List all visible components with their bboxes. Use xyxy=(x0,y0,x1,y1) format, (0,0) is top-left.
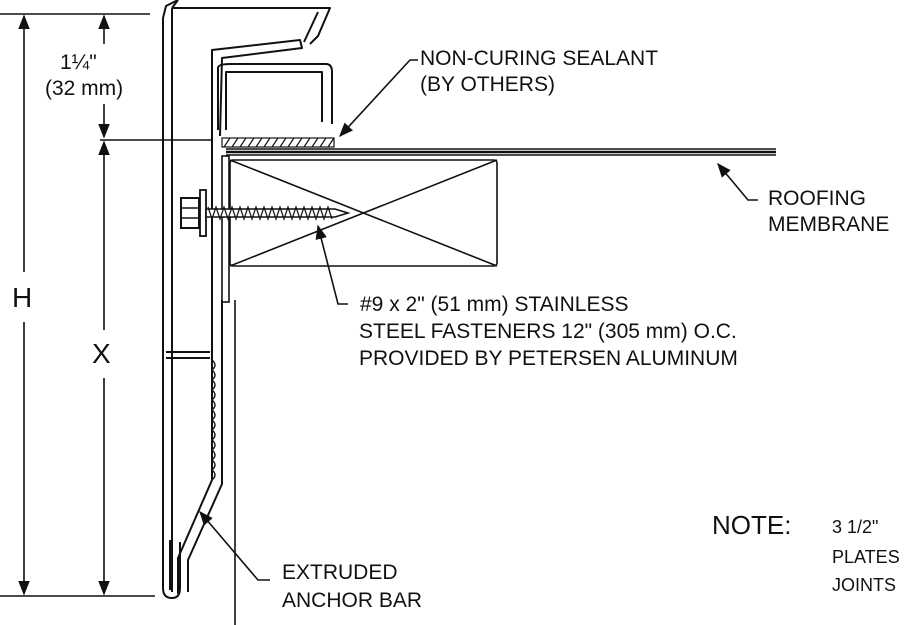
anchor-bar xyxy=(166,39,333,594)
label-fasteners-line-1: #9 x 2" (51 mm) STAINLESS xyxy=(360,293,629,316)
label-fasteners-line-3: PROVIDED BY PETERSEN ALUMINUM xyxy=(359,347,738,370)
dimension-offset-metric: (32 mm) xyxy=(45,77,124,100)
dimension-h-label: H xyxy=(12,282,33,313)
note-line-3: JOINTS xyxy=(832,575,897,595)
stainless-steel-fastener xyxy=(180,189,351,237)
label-membrane-line-1: ROOFING xyxy=(768,187,866,210)
wood-nailer xyxy=(221,155,498,303)
dimension-offset-fraction: 1¼" xyxy=(60,51,97,74)
label-membrane-line-2: MEMBRANE xyxy=(768,213,890,236)
note-line-2: PLATES xyxy=(832,547,900,567)
note-heading: NOTE: xyxy=(712,510,792,540)
leader-lines xyxy=(199,59,758,581)
label-sealant-line-2: (BY OTHERS) xyxy=(420,73,555,96)
dimension-x-label: X xyxy=(92,338,111,369)
sealant-bead xyxy=(221,137,335,148)
fascia-cover xyxy=(162,0,331,599)
roofing-membrane xyxy=(226,148,776,156)
label-sealant-line-1: NON-CURING SEALANT xyxy=(420,47,659,70)
dimension-lines xyxy=(0,13,236,625)
label-anchor-bar-line-1: EXTRUDED xyxy=(282,561,398,584)
label-fasteners-line-2: STEEL FASTENERS 12" (305 mm) O.C. xyxy=(359,320,737,343)
note-line-1: 3 1/2" xyxy=(832,517,879,537)
label-anchor-bar-line-2: ANCHOR BAR xyxy=(282,589,423,612)
